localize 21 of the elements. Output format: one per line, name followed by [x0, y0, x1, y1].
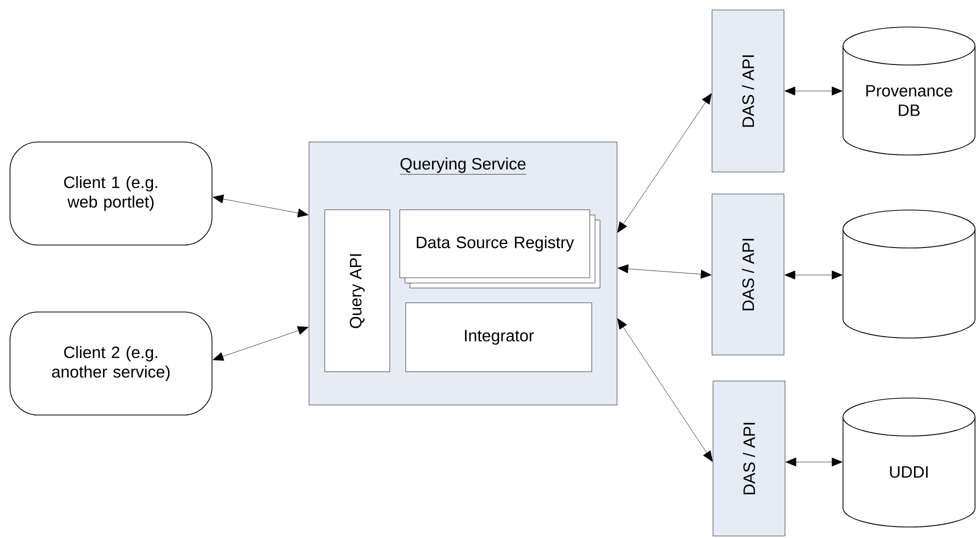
- api-box: DAS / API: [712, 10, 784, 172]
- api-box: DAS / API: [712, 380, 786, 536]
- arrow: [212, 326, 308, 361]
- arrow: [617, 318, 713, 462]
- client-box: Client 2 (e.g. another service): [10, 312, 212, 416]
- node-label: Provenance DB: [866, 85, 952, 116]
- integrator-box: Integrator: [406, 302, 592, 372]
- api-box: Query API: [324, 210, 390, 372]
- arrow: [212, 194, 308, 218]
- database-cylinder: UDDI: [842, 398, 976, 528]
- registry-stack: Data Source Registry: [400, 210, 600, 288]
- arrow: [617, 93, 712, 233]
- database-cylinder: [842, 210, 976, 338]
- arrow: [784, 86, 842, 96]
- node-label: UDDI: [890, 466, 928, 478]
- arrow: [618, 264, 712, 279]
- database-cylinder: Provenance DB: [842, 26, 976, 156]
- arrow: [784, 270, 842, 280]
- client-box: Client 1 (e.g. web portlet): [10, 142, 212, 246]
- arrow: [786, 458, 842, 466]
- api-box: DAS / API: [712, 194, 784, 356]
